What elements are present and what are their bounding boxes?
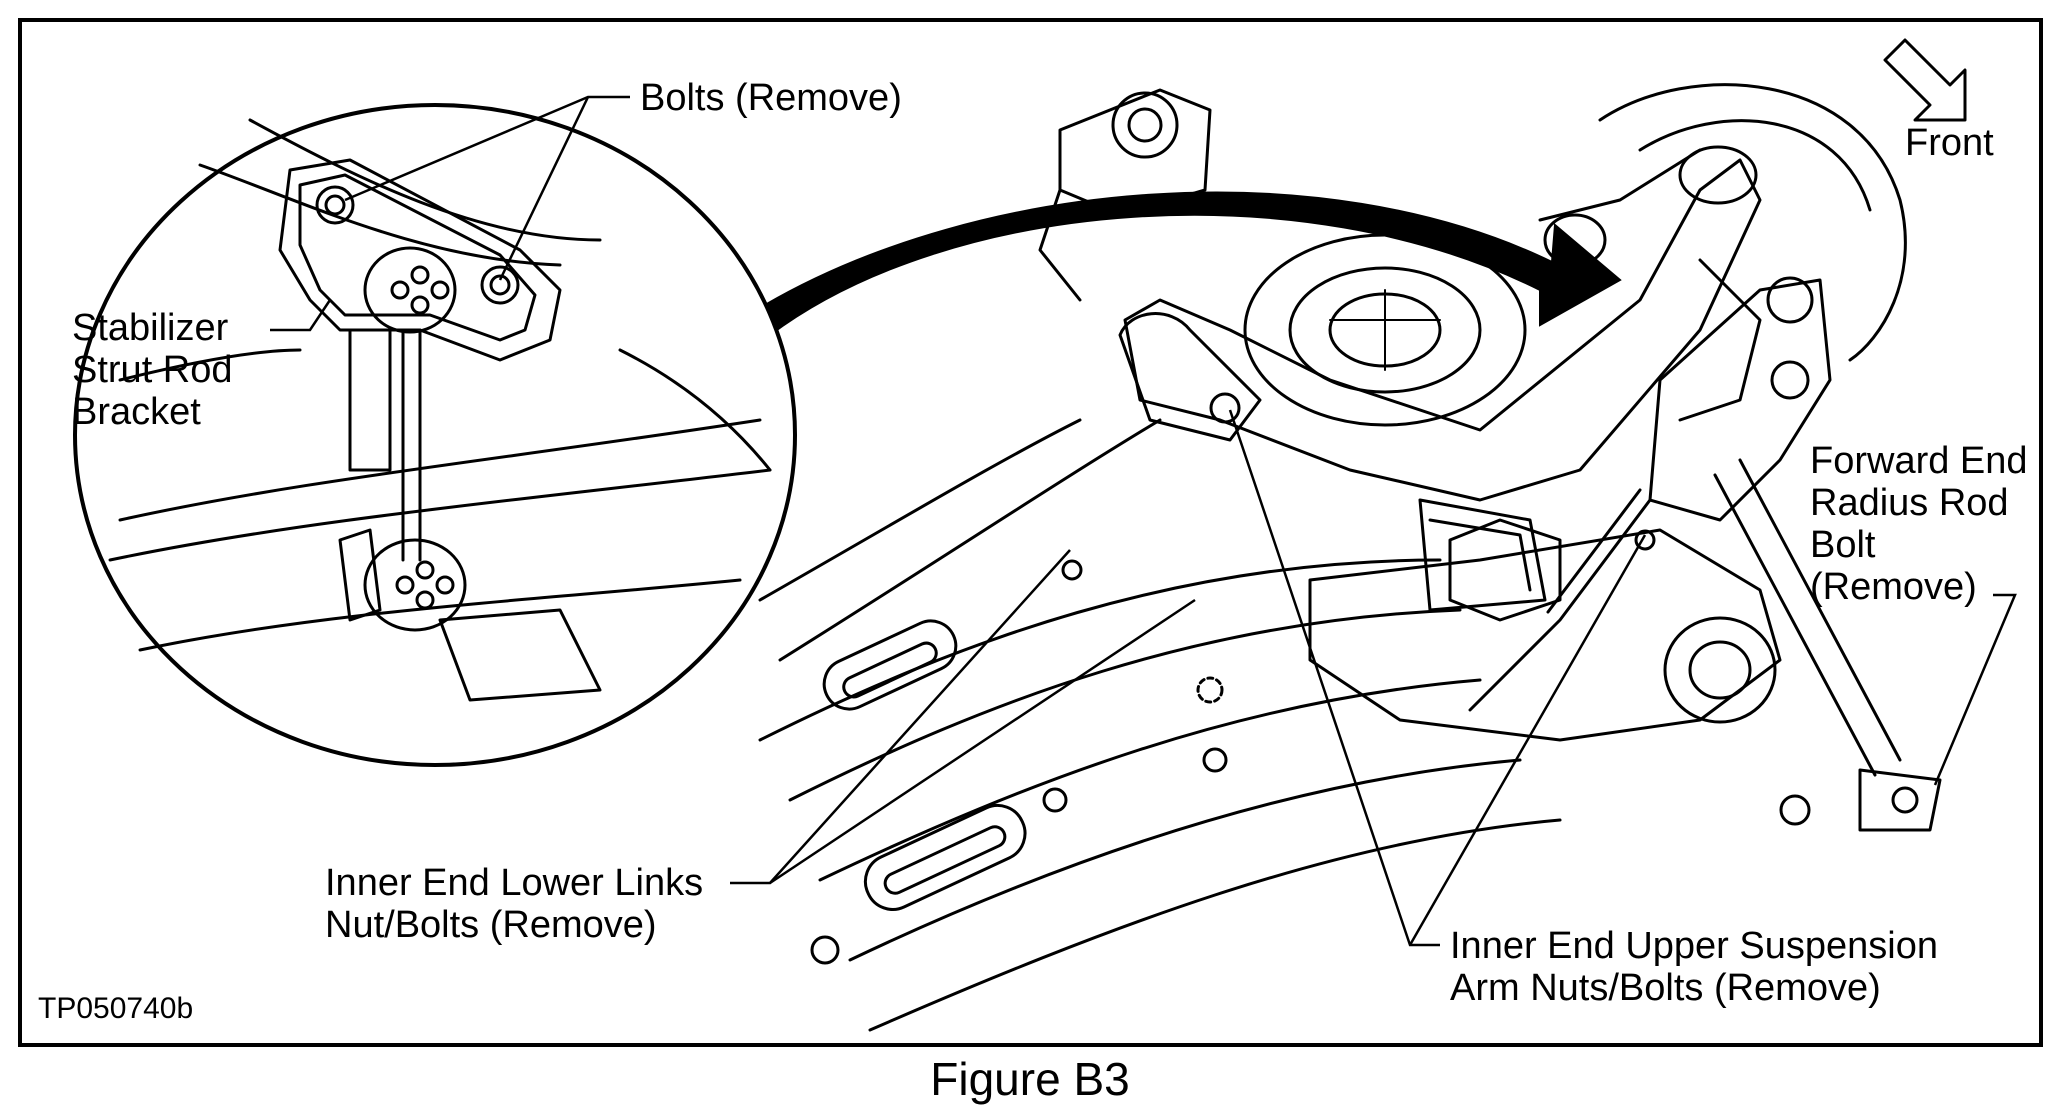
front-arrow-icon xyxy=(1883,38,1967,122)
label-forward-line1: Forward End xyxy=(1810,440,2028,482)
label-forward-line2: Radius Rod xyxy=(1810,482,2009,524)
label-lower-links-line1: Inner End Lower Links xyxy=(325,862,703,904)
label-upper-arm-line1: Inner End Upper Suspension xyxy=(1450,925,1938,967)
leader-lines xyxy=(270,95,2017,947)
label-stabilizer-line2: Strut Rod xyxy=(72,349,233,391)
part-code: TP050740b xyxy=(38,992,193,1025)
detail-circle xyxy=(73,103,797,767)
label-forward-line4: (Remove) xyxy=(1810,566,1977,608)
label-stabilizer-line3: Bracket xyxy=(72,391,201,433)
label-lower-links-line2: Nut/Bolts (Remove) xyxy=(325,904,657,946)
figure-frame xyxy=(18,18,2043,1047)
detail-arrow xyxy=(763,191,1622,337)
label-forward-line3: Bolt xyxy=(1810,524,1876,566)
label-front: Front xyxy=(1905,122,1994,164)
figure-caption: Figure B3 xyxy=(930,1053,1129,1105)
label-upper-arm-line2: Arm Nuts/Bolts (Remove) xyxy=(1450,967,1881,1009)
label-bolts: Bolts (Remove) xyxy=(640,77,902,119)
detail-view xyxy=(73,103,797,767)
label-stabilizer-line1: Stabilizer xyxy=(72,307,229,349)
